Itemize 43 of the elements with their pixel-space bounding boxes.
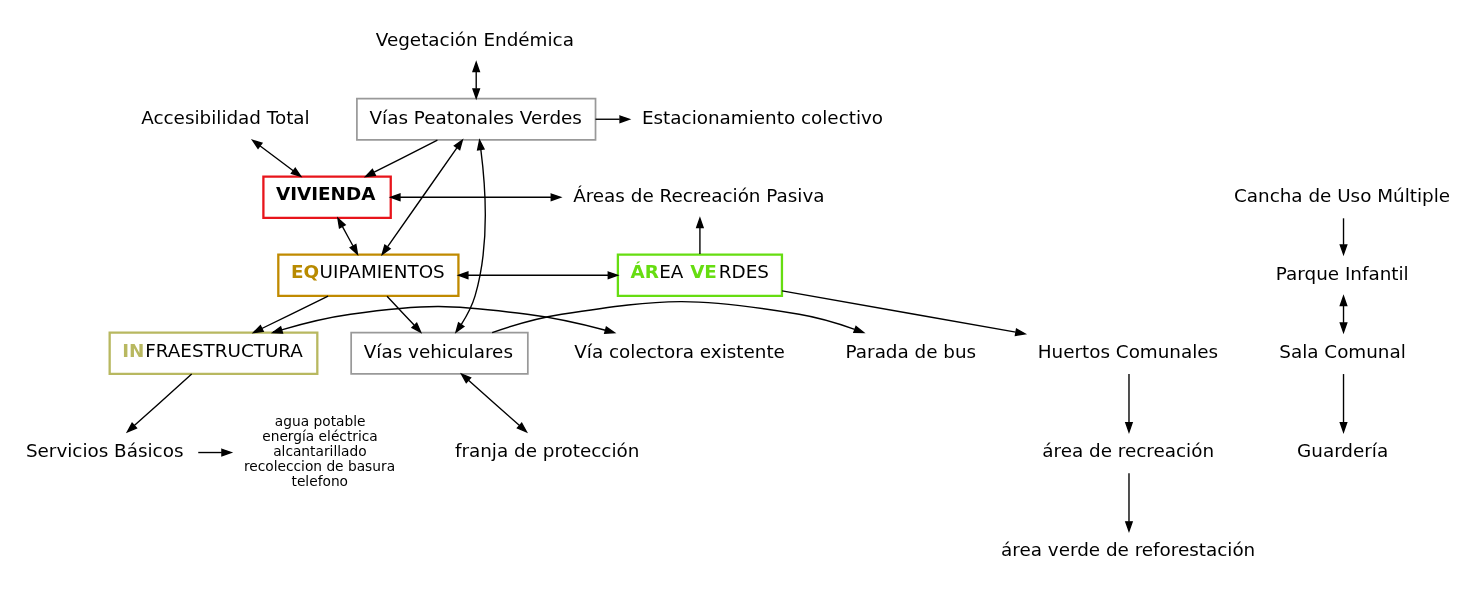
arrow [1339, 372, 1348, 434]
node-text: Parada de bus [845, 340, 977, 362]
arrow [491, 300, 866, 333]
node-text: Servicios Básicos [25, 439, 184, 461]
node-text: Estacionamiento colectivo [641, 106, 884, 128]
node-text: Accesibilidad Total [141, 106, 310, 128]
node-box: ÁREA VERDES [616, 253, 784, 297]
arrow [336, 215, 359, 256]
node-text: Parque Infantil [1275, 262, 1409, 284]
arrow [250, 138, 303, 178]
node-box: VIVIENDA [262, 174, 392, 219]
node-text: Huertos Comunales [1037, 340, 1219, 362]
arrow [781, 289, 1028, 336]
node-text: área verde de reforestación [1001, 538, 1256, 560]
arrow [1124, 372, 1134, 434]
arrow [1339, 217, 1348, 256]
arrow [456, 270, 620, 279]
arrow [251, 294, 329, 333]
node-text: Cancha de Uso Múltiple [1233, 184, 1451, 206]
node-box: Vías vehiculares [350, 331, 529, 375]
arrow [695, 215, 705, 255]
arrow [381, 137, 464, 256]
arrow [460, 372, 529, 433]
node-box: INFRAESTRUCTURA [108, 331, 319, 375]
arrow [454, 137, 486, 334]
node-text: Vegetación Endémica [375, 28, 574, 50]
arrow [363, 138, 439, 177]
node-text: franja de protección [454, 439, 640, 461]
arrow [270, 305, 617, 334]
arrow [386, 295, 423, 334]
arrow [388, 192, 563, 201]
node-text: Sala Comunal [1279, 340, 1406, 362]
node-text: agua potable energía eléctrica alcantarillado recoleccion de basura telefono [243, 412, 396, 489]
arrow [197, 447, 234, 457]
node-box: Vías Peatonales Verdes [356, 97, 597, 141]
node-box: EQUIPAMIENTOS [277, 253, 460, 297]
arrow [125, 372, 193, 433]
node-text: área de recreación [1042, 439, 1215, 461]
node-text: Guardería [1297, 439, 1389, 461]
node-text: Vía colectora existente [574, 340, 785, 362]
arrow [1124, 472, 1134, 533]
node-text: Áreas de Recreación Pasiva [573, 184, 825, 206]
arrow [594, 114, 632, 123]
